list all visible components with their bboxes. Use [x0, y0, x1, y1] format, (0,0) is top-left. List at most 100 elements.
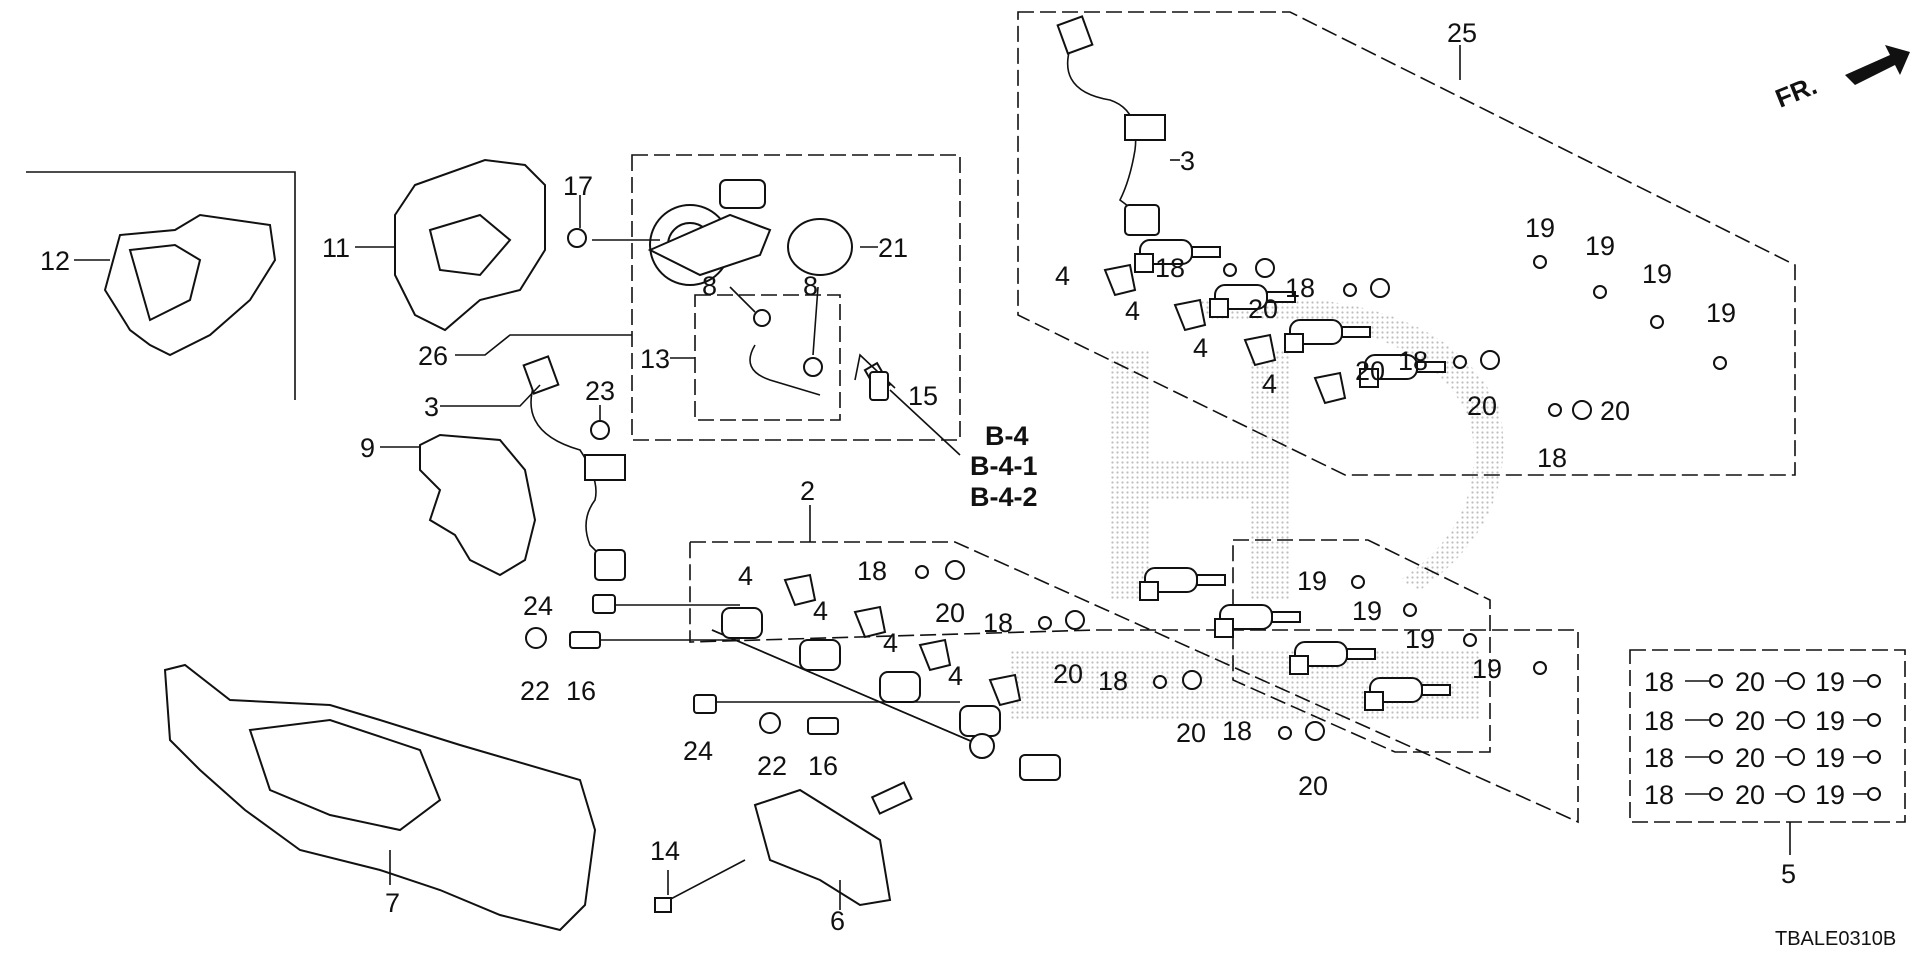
- callout-18-h: 18: [1222, 716, 1252, 746]
- callout-18-b: 18: [1285, 273, 1315, 303]
- callout-20-f: 20: [1053, 659, 1083, 689]
- callout-11: 11: [322, 233, 350, 263]
- fuel-pump-26-part: [647, 179, 853, 286]
- injector-parts: [1134, 239, 1451, 711]
- callout-9: 9: [360, 433, 375, 463]
- callout-20-e: 20: [935, 598, 965, 628]
- callout-4-g: 4: [883, 628, 898, 658]
- group-boxes: [26, 11, 1906, 824]
- callout-19-e: 19: [1297, 566, 1327, 596]
- diagram-code: TBALE0310B: [1775, 928, 1896, 950]
- callout-19-b: 19: [1585, 231, 1615, 261]
- callout-19-a: 19: [1525, 213, 1555, 243]
- front-arrow-icon: [1845, 45, 1910, 85]
- kit-row-3-19: 19: [1815, 743, 1845, 773]
- callout-22-left: 22: [520, 676, 550, 706]
- fuel-rail-part: [711, 607, 1061, 781]
- callout-19-c: 19: [1642, 259, 1672, 289]
- callout-18-g: 18: [1098, 666, 1128, 696]
- callout-3-right: 3: [1180, 146, 1195, 176]
- injector-group-box: [1232, 539, 1491, 753]
- bracket-9-part: [419, 433, 537, 577]
- washer-18-parts: [915, 263, 1562, 740]
- callout-8-left: 8: [702, 271, 717, 301]
- callout-4-f: 4: [813, 596, 828, 626]
- bolt-14-part: [654, 859, 746, 913]
- pipe-13-part: [749, 309, 891, 396]
- callout-18-e: 18: [857, 556, 887, 586]
- callout-4-a: 4: [1055, 261, 1070, 291]
- callout-26: 26: [418, 341, 448, 371]
- callout-numbers: 12 11 17 21 26 3 13 8 8 15 23 9 2 24 22 …: [40, 18, 1796, 936]
- callout-18-d: 18: [1537, 443, 1567, 473]
- callout-19-h: 19: [1472, 654, 1502, 684]
- callout-7: 7: [385, 888, 400, 918]
- kit-row-4-18: 18: [1644, 780, 1674, 810]
- callout-19-g: 19: [1405, 624, 1435, 654]
- callout-4-h: 4: [948, 661, 963, 691]
- callout-20-d: 20: [1600, 396, 1630, 426]
- kit-row-2-18: 18: [1644, 706, 1674, 736]
- pump-group-box: [631, 154, 961, 441]
- cover-7-part: [163, 663, 597, 932]
- callout-6: 6: [830, 906, 845, 936]
- seal-19-parts: [1351, 255, 1727, 675]
- callout-18-c: 18: [1398, 346, 1428, 376]
- section-ref-b4[interactable]: B-4: [985, 421, 1029, 451]
- callout-4-b: 4: [1125, 296, 1140, 326]
- pipe-group-box-13: [694, 294, 841, 421]
- kit-row-3-20: 20: [1735, 743, 1765, 773]
- fastener-parts: [525, 228, 889, 735]
- callout-20-b: 20: [1355, 356, 1385, 386]
- kit-row-4-20: 20: [1735, 780, 1765, 810]
- callout-4-e: 4: [738, 561, 753, 591]
- callout-20-a: 20: [1248, 294, 1278, 324]
- callout-17: 17: [563, 171, 593, 201]
- kit-row-1-20: 20: [1735, 667, 1765, 697]
- hp-pipe-3-left-part: [522, 355, 626, 581]
- rail-group-box-2: [689, 541, 1579, 824]
- bracket-6-part: [753, 781, 913, 907]
- callout-12: 12: [40, 246, 70, 276]
- callout-5: 5: [1781, 859, 1796, 889]
- section-ref-b4-1[interactable]: B-4-1: [970, 451, 1038, 481]
- callout-16-left: 16: [566, 676, 596, 706]
- cover-12-part: [103, 213, 277, 357]
- kit-row-1-18: 18: [1644, 667, 1674, 697]
- clip-parts: [783, 263, 1347, 707]
- seal-kit-rows: 18 20 19 18 20 19 18 20 19 18 20 19: [1644, 667, 1845, 810]
- callout-3-left: 3: [424, 392, 439, 422]
- callout-8-right: 8: [803, 271, 818, 301]
- oring-20-parts: [945, 258, 1592, 741]
- callout-25: 25: [1447, 18, 1477, 48]
- callout-4-c: 4: [1193, 333, 1208, 363]
- callout-24-bottom: 24: [683, 736, 713, 766]
- section-refs: B-4 B-4-1 B-4-2: [970, 421, 1038, 512]
- callout-16-right: 16: [808, 751, 838, 781]
- seal-kit-box-5: [1629, 649, 1906, 823]
- front-direction-label: FR.: [1771, 70, 1821, 114]
- callout-13: 13: [640, 344, 670, 374]
- seal-kit-symbols: [1685, 672, 1881, 803]
- callout-20-h: 20: [1298, 771, 1328, 801]
- callout-19-f: 19: [1352, 596, 1382, 626]
- callout-24-top: 24: [523, 591, 553, 621]
- cover-11-part: [394, 158, 546, 332]
- kit-row-3-18: 18: [1644, 743, 1674, 773]
- callout-2: 2: [800, 476, 815, 506]
- callout-23: 23: [585, 376, 615, 406]
- kit-row-4-19: 19: [1815, 780, 1845, 810]
- kit-row-2-19: 19: [1815, 706, 1845, 736]
- callout-18-a: 18: [1155, 253, 1185, 283]
- callout-21: 21: [878, 233, 908, 263]
- callout-15: 15: [908, 381, 938, 411]
- callout-20-c: 20: [1467, 391, 1497, 421]
- kit-row-1-19: 19: [1815, 667, 1845, 697]
- callout-20-g: 20: [1176, 718, 1206, 748]
- kit-row-2-20: 20: [1735, 706, 1765, 736]
- injector-kit-box-25: [1017, 11, 1796, 476]
- callout-4-d: 4: [1262, 369, 1277, 399]
- section-ref-b4-2[interactable]: B-4-2: [970, 482, 1038, 512]
